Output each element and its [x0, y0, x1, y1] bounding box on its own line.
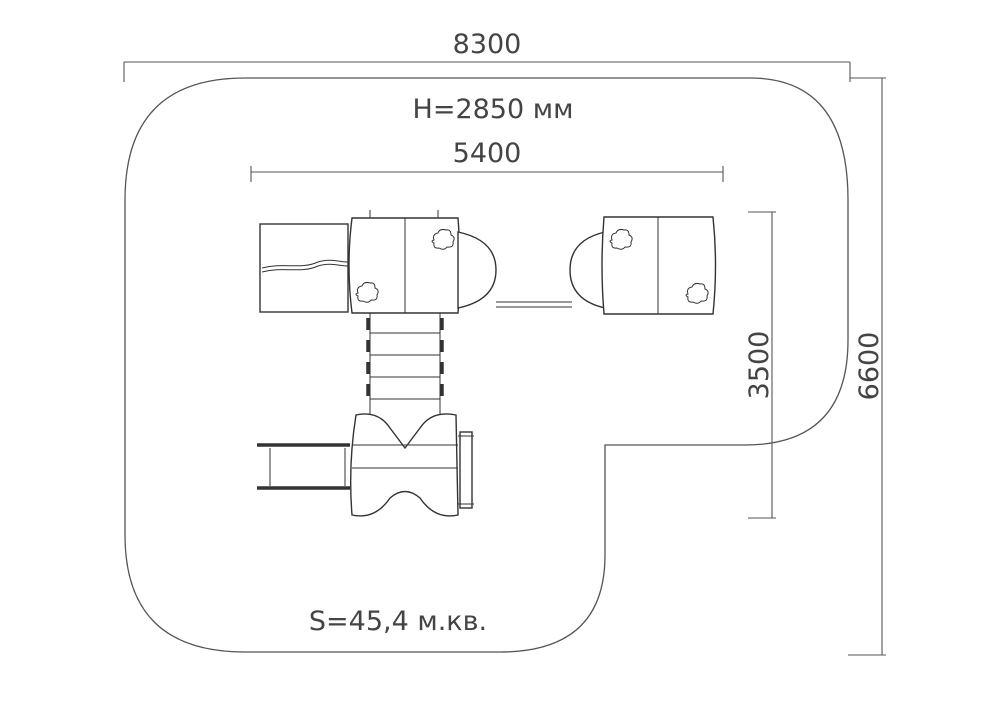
dimension-inner-width: 5400	[250, 138, 724, 182]
right-tower	[569, 216, 717, 315]
left-slide	[259, 223, 349, 313]
inner-depth-value: 3500	[744, 331, 775, 400]
total-width-value: 8300	[453, 29, 522, 60]
safety-zone-outline	[124, 77, 849, 653]
cloud-icon	[355, 281, 379, 303]
total-depth-value: 6600	[854, 332, 885, 401]
dimension-total-depth: 6600	[848, 77, 886, 656]
cloud-icon	[431, 228, 455, 250]
ladder	[366, 313, 444, 415]
dimension-total-width: 8300	[123, 29, 851, 82]
bottom-house	[349, 413, 459, 517]
cloud-icon	[685, 282, 709, 304]
dimension-inner-depth: 3500	[744, 211, 776, 519]
inner-width-value: 5400	[453, 138, 522, 169]
side-climber	[458, 431, 474, 509]
height-label: H=2850 мм	[413, 94, 574, 125]
left-tower	[348, 210, 497, 314]
cloud-icon	[609, 228, 633, 250]
connecting-bridge	[496, 301, 572, 308]
area-label: S=45,4 м.кв.	[309, 606, 487, 637]
bottom-left-slide	[257, 443, 350, 490]
